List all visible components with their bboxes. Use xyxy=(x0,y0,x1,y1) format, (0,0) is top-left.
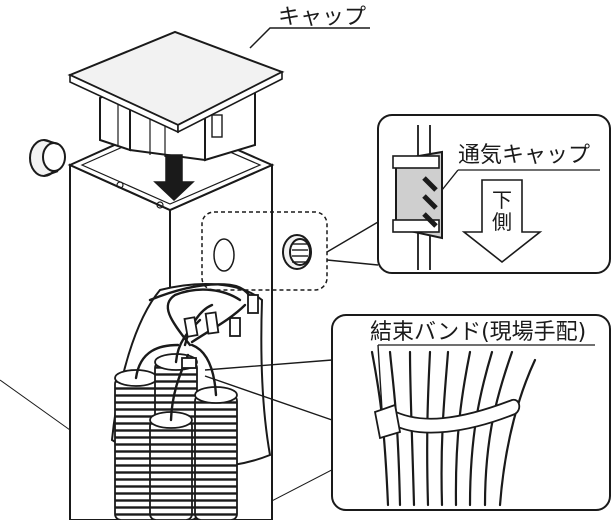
down-side-label-2: 側 xyxy=(492,210,512,234)
cable-tie-callout xyxy=(204,314,611,511)
down-side-label-1: 下 xyxy=(492,188,512,212)
vent-cap-left-icon xyxy=(29,139,66,177)
cap-leader xyxy=(249,27,370,49)
cap-label: キャップ xyxy=(278,5,366,30)
vent-cap-right-icon xyxy=(282,234,312,270)
connectors xyxy=(183,294,259,338)
vent-cap-callout xyxy=(326,114,611,274)
vent-cap-label: 通気キャップ xyxy=(458,143,590,168)
vent-detail-outline xyxy=(201,211,328,291)
cap-illustration xyxy=(67,30,285,162)
down-side-arrow-icon xyxy=(461,179,543,264)
cable-tie-label: 結束バンド(現場手配) xyxy=(370,320,586,345)
bundle-tie xyxy=(181,357,197,369)
down-arrow-icon xyxy=(153,154,195,202)
